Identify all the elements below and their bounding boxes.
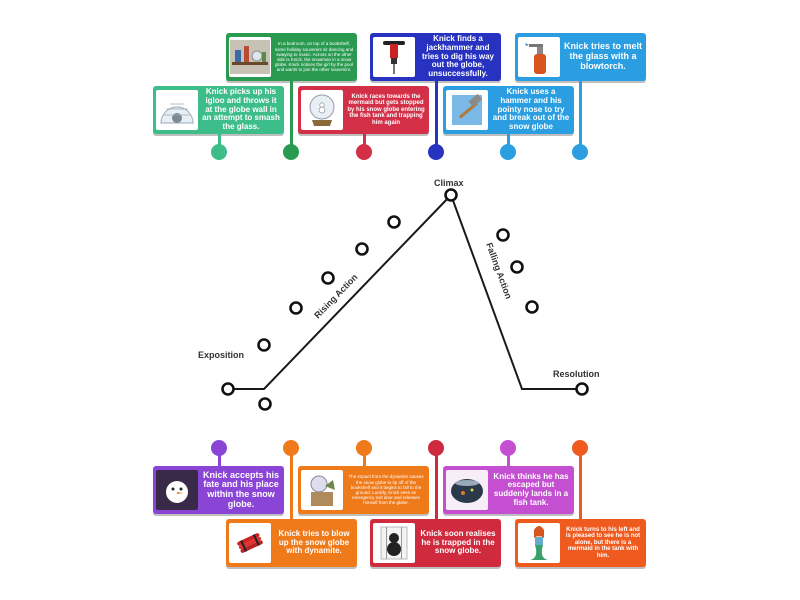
card-text: Knick tries to melt the glass with a blo…: [563, 41, 643, 71]
pin-stem: [506, 134, 510, 152]
snowman-icon: [156, 470, 198, 510]
pin-handle[interactable]: [283, 440, 299, 456]
pin-stem: [217, 450, 221, 466]
hammer-icon: [446, 90, 488, 130]
card-accepts-fate[interactable]: Knick accepts his fate and his place wit…: [153, 466, 284, 514]
mermaid-icon: [518, 523, 560, 563]
card-fish-tank[interactable]: Knick thinks he has escaped but suddenly…: [443, 466, 574, 514]
pin-stem: [362, 134, 366, 152]
pin-stem: [578, 450, 582, 519]
card-dynamite[interactable]: Knick tries to blow up the snow globe wi…: [226, 519, 357, 567]
card-mermaid-race[interactable]: Knick races towards the mermaid but gets…: [298, 86, 429, 134]
label-falling-action: Falling Action: [484, 241, 514, 300]
jackhammer-icon: [373, 37, 415, 77]
pin-handle[interactable]: [211, 144, 227, 160]
pin-handle[interactable]: [211, 440, 227, 456]
drop-target-circle[interactable]: [355, 242, 369, 256]
pin-handle[interactable]: [500, 144, 516, 160]
drop-target-circle[interactable]: [387, 215, 401, 229]
pin-handle[interactable]: [283, 144, 299, 160]
drop-target-circle[interactable]: [321, 271, 335, 285]
pin-handle[interactable]: [500, 440, 516, 456]
label-climax: Climax: [434, 178, 464, 188]
card-text: Knick thinks he has escaped but suddenly…: [493, 471, 569, 507]
card-falling-globe[interactable]: The impact from the dynamite causes the …: [298, 466, 429, 514]
pin-handle[interactable]: [572, 144, 588, 160]
drop-target-circle[interactable]: [496, 228, 510, 242]
card-text: Knick accepts his fate and his place wit…: [202, 469, 280, 509]
card-text: Knick picks up his igloo and throws it a…: [202, 87, 280, 131]
igloo-icon: [156, 90, 198, 130]
card-mermaid[interactable]: Knick turns to his left and is pleased t…: [515, 519, 646, 567]
fish-tank-icon: [446, 470, 488, 510]
pin-stem: [289, 81, 293, 152]
card-text: Knick turns to his left and is pleased t…: [565, 526, 641, 559]
pin-stem: [362, 450, 366, 466]
plot-line: [228, 193, 582, 390]
card-trapped[interactable]: Knick soon realises he is trapped in the…: [370, 519, 501, 567]
pin-handle[interactable]: [356, 440, 372, 456]
pin-handle[interactable]: [356, 144, 372, 160]
trapped-snowman-icon: [373, 523, 415, 563]
card-blowtorch[interactable]: Knick tries to melt the glass with a blo…: [515, 33, 646, 81]
pin-handle[interactable]: [428, 144, 444, 160]
pin-stem: [289, 450, 293, 519]
card-text: Knick races towards the mermaid but gets…: [347, 93, 425, 126]
card-text: In a bedroom, on top of a bookshelf, som…: [274, 41, 354, 73]
card-text: Knick uses a hammer and his pointy nose …: [492, 87, 570, 131]
pin-stem: [217, 134, 221, 152]
label-resolution: Resolution: [553, 369, 600, 379]
drop-target-circle[interactable]: [510, 260, 524, 274]
pin-stem: [434, 450, 438, 519]
card-igloo[interactable]: Knick picks up his igloo and throws it a…: [153, 86, 284, 134]
pin-stem: [578, 81, 582, 152]
snow-globe-icon: [301, 90, 343, 130]
falling-globe-icon: [301, 470, 343, 510]
card-text: Knick finds a jackhammer and tries to di…: [421, 34, 494, 78]
card-jackhammer[interactable]: Knick finds a jackhammer and tries to di…: [370, 33, 501, 81]
drop-target-circle[interactable]: [575, 382, 589, 396]
card-bedroom-shelf[interactable]: In a bedroom, on top of a bookshelf, som…: [226, 33, 357, 81]
dynamite-icon: [229, 523, 271, 563]
label-exposition: Exposition: [198, 350, 244, 360]
bookshelf-souvenirs-icon: [229, 37, 271, 77]
card-text: Knick soon realises he is trapped in the…: [420, 529, 496, 556]
drop-target-circle[interactable]: [258, 397, 272, 411]
blowtorch-icon: [518, 37, 560, 77]
drop-target-circle[interactable]: [257, 338, 271, 352]
card-text: The impact from the dynamite causes the …: [348, 474, 424, 506]
drop-target-circle[interactable]: [444, 188, 458, 202]
drop-target-circle[interactable]: [525, 300, 539, 314]
card-text: Knick tries to blow up the snow globe wi…: [278, 529, 350, 556]
pin-handle[interactable]: [428, 440, 444, 456]
card-hammer[interactable]: Knick uses a hammer and his pointy nose …: [443, 86, 574, 134]
drop-target-circle[interactable]: [289, 301, 303, 315]
drop-target-circle[interactable]: [221, 382, 235, 396]
pin-stem: [506, 450, 510, 466]
pin-handle[interactable]: [572, 440, 588, 456]
pin-stem: [434, 81, 438, 152]
